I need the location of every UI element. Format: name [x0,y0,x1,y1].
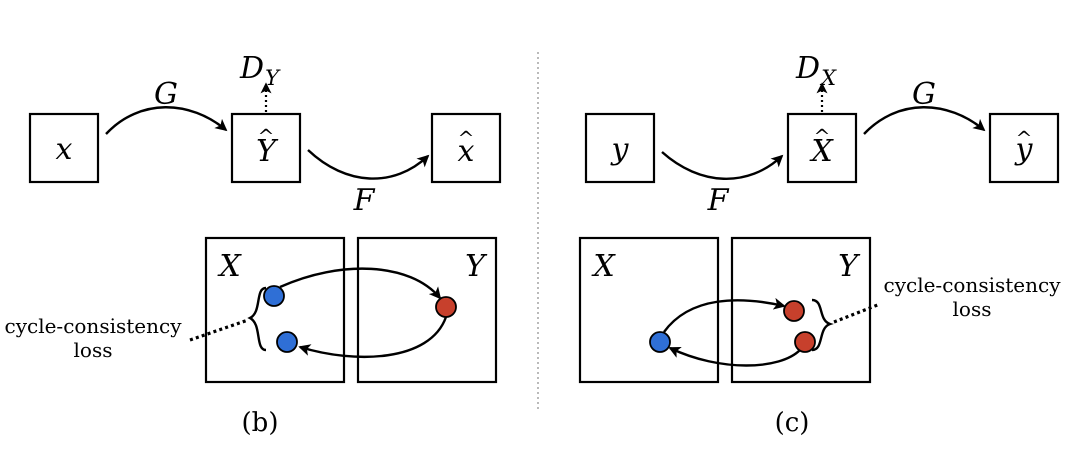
caption-c: (c) [775,408,810,438]
loss-label-line2: loss [74,338,113,362]
node-xhat-box-right [786,112,858,184]
blue-mapped-dot [649,331,671,353]
red-mapped-dot [435,296,457,318]
edge-g-label: G [154,77,178,112]
cycle-forward-arrow [279,267,442,300]
node-yhat-hat-right: ^ [1016,126,1033,150]
node-xhat-label: x [458,134,475,169]
loss-label-line1: cycle-consistency [5,314,183,338]
right-panel: y X ^ y ^ F G DX X Y cycle-consistency [578,51,1062,438]
node-xhat-hat-right: ^ [814,124,831,148]
edge-g-arrow-right [863,106,986,135]
edge-f-label: F [353,183,376,218]
node-yhat-label: Y [256,134,279,169]
domain-x-label: X [217,249,242,284]
disc-dx-label: DX [795,51,837,90]
loss-brace-right [811,298,834,352]
edge-f-arrow [307,149,430,180]
caption-b: (b) [242,408,279,438]
domain-x-label-right: X [591,249,616,284]
node-y-box [584,112,656,184]
loss-pointer-line-right [833,302,881,324]
node-yhat-label-right: y [1014,132,1034,167]
node-yhat-box [230,112,302,184]
loss-pointer-line [189,318,249,342]
node-x-box [28,112,100,184]
edge-g-label-right: G [912,77,936,112]
edge-g-arrow [105,106,228,135]
left-panel: x Y ^ x ^ G F DY X Y cycle-consistency [5,51,502,438]
domain-y-box [356,236,498,384]
node-xhat-box [430,112,502,184]
disc-dx-sub: X [819,66,837,90]
disc-dy-label: DY [239,51,281,90]
domain-y-label: Y [465,249,488,284]
loss-label-line2-right: loss [953,297,992,321]
disc-dy-sub: Y [265,66,281,90]
red-sample-dot [794,331,816,353]
node-x-label: x [56,132,73,167]
loss-brace [247,286,267,352]
blue-reconstructed-dot [276,331,298,353]
cycle-backward-arrow-right [668,346,801,367]
cycle-forward-arrow-right [663,297,786,333]
node-xhat-label-right: X [809,134,834,169]
cycle-backward-arrow [298,316,448,359]
node-yhat-box-right [988,112,1060,184]
disc-dx-base: D [795,51,820,86]
loss-label-line1-right: cycle-consistency [884,273,1062,297]
domain-y-label-right: Y [838,249,861,284]
node-y-label: y [610,132,630,167]
node-xhat-hat: ^ [458,126,475,150]
blue-sample-dot [263,285,285,307]
domain-x-box [204,236,346,384]
node-yhat-hat: ^ [258,124,275,148]
edge-f-label-right: F [707,183,730,218]
disc-dy-base: D [239,51,264,86]
red-reconstructed-dot [783,300,805,322]
edge-f-arrow-right [661,151,784,180]
